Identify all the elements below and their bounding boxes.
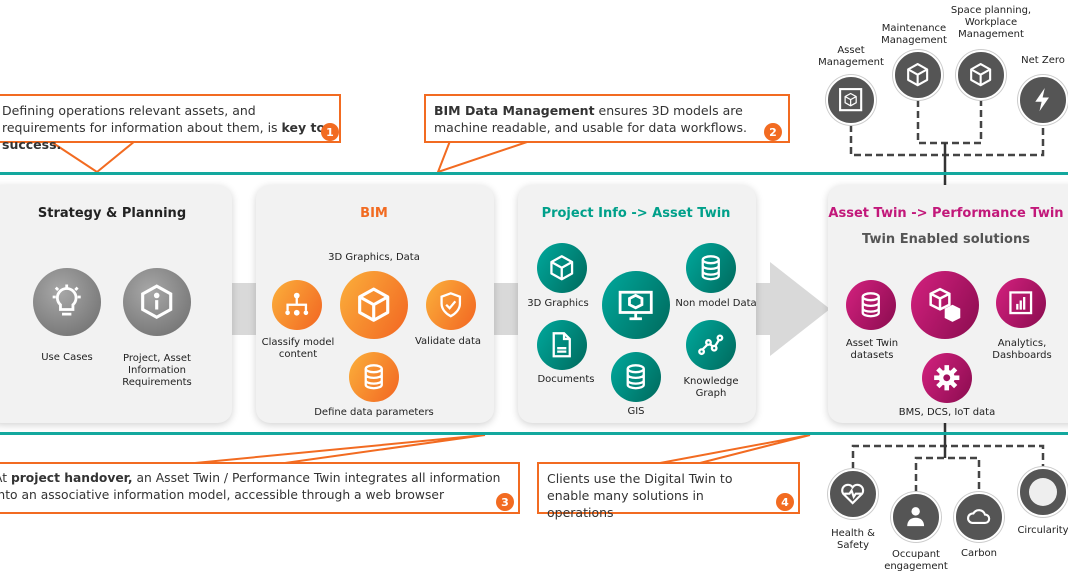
analytics-label: Analytics, Dashboards (992, 338, 1052, 361)
non-model-data-label: Non model Data (675, 298, 757, 309)
twin-boxes-icon (911, 271, 979, 339)
info-icon (123, 268, 191, 336)
database-icon (846, 280, 896, 330)
chart-icon (996, 278, 1046, 328)
cube-square-icon (826, 75, 876, 125)
classify-label: Classify model content (261, 337, 335, 360)
document-icon (537, 320, 587, 370)
hierarchy-icon (272, 280, 322, 330)
person-icon (891, 492, 941, 542)
heart-icon (828, 469, 878, 519)
shield-check-icon (426, 280, 476, 330)
number-badge-1: 1 (321, 123, 339, 141)
requirements-label: Project, Asset Information Requirements (122, 353, 192, 388)
define-label: Define data parameters (314, 407, 434, 418)
cube-icon (537, 243, 587, 293)
validate-label: Validate data (414, 336, 482, 347)
callout-1: Defining operations relevant assets, and… (0, 94, 341, 152)
cube-icon (956, 50, 1006, 100)
bim-title: BIM (360, 206, 388, 221)
bolt-icon (1018, 75, 1068, 125)
maintenance-label: Maintenance Management (881, 23, 947, 46)
callout-3: At project handover, an Asset Twin / Per… (0, 462, 520, 514)
top-teal-line (0, 172, 1068, 175)
carbon-label: Carbon (960, 548, 998, 559)
database-icon (611, 352, 661, 402)
lightbulb-icon (33, 268, 101, 336)
cube-icon (893, 50, 943, 100)
bottom-teal-line (0, 432, 1068, 435)
3d-graphics-label: 3D Graphics (527, 298, 589, 309)
number-badge-2: 2 (764, 123, 782, 141)
asset-management-label: Asset Management (818, 45, 884, 68)
project-title: Project Info -> Asset Twin (541, 206, 731, 221)
bms-label: BMS, DCS, IoT data (898, 407, 996, 418)
cloud-icon (954, 492, 1004, 542)
number-badge-4: 4 (776, 493, 794, 511)
bim-center-label: 3D Graphics, Data (328, 252, 420, 263)
health-safety-label: Health & Safety (831, 528, 875, 551)
monitor-icon (602, 271, 670, 339)
use-cases-label: Use Cases (41, 352, 93, 363)
circle-icon (1018, 467, 1068, 517)
occupant-label: Occupant engagement (884, 549, 948, 572)
strategy-title: Strategy & Planning (37, 206, 187, 221)
graph-icon (686, 320, 736, 370)
circularity-label: Circularity (1017, 525, 1068, 536)
knowledge-graph-label: Knowledge Graph (683, 376, 739, 399)
asset-twin-datasets-label: Asset Twin datasets (845, 338, 899, 361)
documents-label: Documents (537, 374, 595, 385)
space-planning-label: Space planning, Workplace Management (950, 5, 1032, 40)
callout-4: Clients use the Digital Twin to enable m… (537, 462, 800, 520)
net-zero-label: Net Zero (1021, 55, 1065, 66)
performance-subtitle: Twin Enabled solutions (862, 232, 1030, 247)
cube-icon (340, 271, 408, 339)
database-icon (349, 352, 399, 402)
callout-2: BIM Data Management ensures 3D models ar… (424, 94, 790, 143)
number-badge-3: 3 (496, 493, 514, 511)
performance-title: Asset Twin -> Performance Twin (828, 206, 1064, 221)
database-icon (686, 243, 736, 293)
gis-label: GIS (627, 406, 645, 417)
gear-icon (922, 353, 972, 403)
